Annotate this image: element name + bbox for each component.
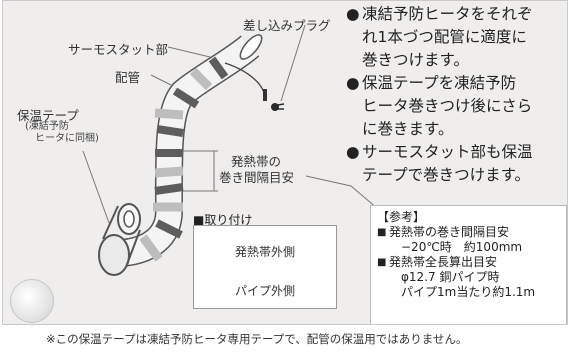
reference-title: 【参考】 [377,210,426,224]
thermostat-label: サーモスタット部 [68,42,169,57]
plug-drawing [271,103,285,111]
reference-box: 【参考】 ■ 発熱帯の巻き間隔目安 −20℃時 約100mm ■ 発熱帯全長算出… [370,205,567,324]
mounting-box: 発熱帯外側 パイプ外側 [193,225,337,309]
instruction-line: に巻きます。 [362,120,454,138]
spacing-label-1: 発熱帯の [231,154,282,169]
footnote: ※この保温テープは凍結予防ヒータ専用テープで、配管の保温用ではありません。 [46,332,468,346]
instruction-line: 保温テープを凍結予防 [362,74,517,92]
plug-label: 差し込みプラグ [243,18,331,33]
tape-roll-drawing [98,203,141,276]
tape-sub-label-1: (凍結予防 [25,121,69,132]
reference-item-value: φ12.7 銅パイプ時 [401,270,500,284]
mounting-title: ■取り付け [193,213,253,227]
reference-bullet: ■ [377,227,387,238]
instruction-item: ● 保温テープを凍結予防 ヒータ巻きつけ後にさら に巻きます。 [346,72,567,141]
reference-bullet: ■ [377,257,387,268]
spacing-label-2: 巻き間隔目安 [219,170,295,185]
instruction-item: ● 凍結予防ヒータをそれぞ れ1本づつ配管に適度に 巻きつけます。 [346,3,567,72]
reference-item-value: パイプ1m当たり約1.1m [401,285,536,299]
instruction-line: サーモスタット部も保温 [362,143,533,161]
pipe-label: 配管 [115,70,141,85]
reference-item: ■ 発熱帯全長算出目安 [377,255,560,270]
instruction-line: 巻きつけます。 [362,51,469,69]
bullet-marker: ● [346,74,360,92]
reference-item-label: 発熱帯の巻き間隔目安 [389,225,510,239]
reference-item-value: −20℃時 約100mm [401,240,523,254]
heater-outer-label: 発熱帯外側 [234,245,295,259]
reference-item: ■ 発熱帯の巻き間隔目安 [377,225,560,240]
instruction-item: ● サーモスタット部も保温 テープで巻きつけます。 [346,141,567,187]
tape-label: 保温テープ [17,108,79,123]
instruction-line: れ1本づつ配管に適度に [362,28,527,46]
instruction-line: 凍結予防ヒータをそれぞ [362,5,533,23]
instruction-list: ● 凍結予防ヒータをそれぞ れ1本づつ配管に適度に 巻きつけます。 ● 保温テー… [346,3,567,187]
decorative-circle [10,279,54,323]
bullet-marker: ● [346,5,360,23]
pipe-outer-label: パイプ外側 [234,284,295,298]
tape-sub-label-2: ヒータに同梱) [35,133,99,144]
illustration-panel: 差し込みプラグ サーモスタット部 配管 保温テープ (凍結予防 ヒータに同梱) … [2,0,568,325]
instruction-line: テープで巻きつけます。 [362,166,531,184]
instruction-line: ヒータ巻きつけ後にさら [362,97,533,115]
bullet-marker: ● [346,143,360,161]
pipe-installation-illustration [82,24,379,280]
reference-item-label: 発熱帯全長算出目安 [389,255,498,269]
